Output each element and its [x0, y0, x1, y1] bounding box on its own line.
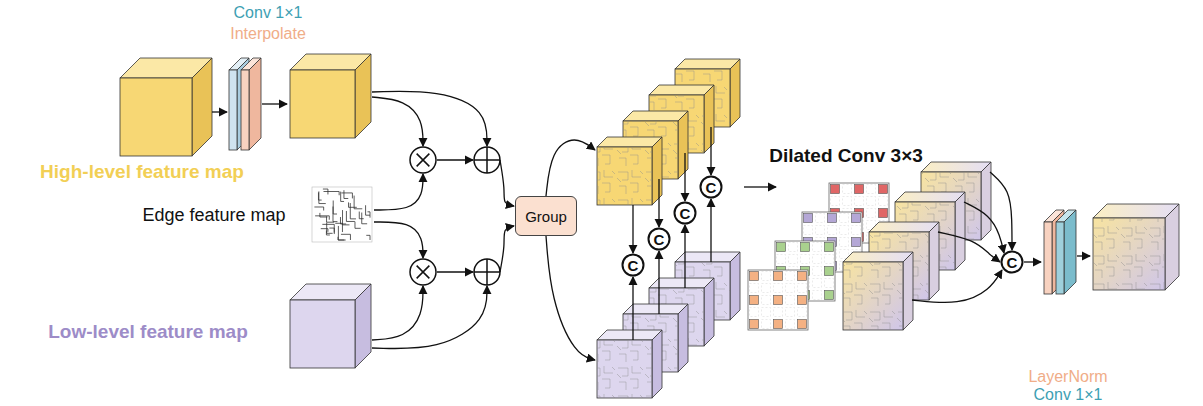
output-cube	[1093, 204, 1179, 290]
concat-circle: C	[1000, 250, 1024, 274]
concat-circle: C	[673, 201, 697, 225]
arrow	[684, 153, 685, 201]
artwork	[120, 54, 1179, 398]
arrow	[658, 251, 659, 314]
group-purple-cube	[597, 330, 662, 398]
input-title: Low-level feature map	[48, 321, 248, 343]
arrow	[437, 159, 473, 160]
layer-name: Interpolate	[230, 25, 306, 43]
arrow	[964, 202, 1004, 253]
arrow	[374, 222, 423, 258]
arrow	[546, 140, 595, 196]
concat-label: C	[706, 180, 717, 195]
arrow	[372, 286, 487, 349]
arrow	[990, 172, 1012, 250]
multiply-symbol	[410, 259, 436, 285]
layer-name: Conv 1×1	[234, 4, 303, 22]
group-yellow-cube	[597, 137, 662, 205]
input-title: Edge feature map	[142, 205, 285, 226]
box-label: Group	[525, 208, 567, 225]
interpolate-slab	[241, 58, 261, 150]
arrow	[500, 226, 514, 272]
arrow	[658, 179, 659, 227]
arrow	[1024, 261, 1041, 262]
group-box: Group	[515, 196, 577, 236]
add-symbol	[474, 259, 500, 285]
arrow	[374, 174, 423, 210]
concat-label: C	[680, 206, 691, 221]
concat-label: C	[1007, 255, 1018, 270]
concat-circle: C	[699, 175, 723, 199]
arrow	[437, 271, 473, 272]
arrow	[632, 205, 633, 253]
arrow	[710, 199, 711, 262]
arrow	[372, 97, 423, 146]
arrow	[262, 103, 287, 104]
add-symbol	[474, 147, 500, 173]
arrow	[710, 127, 711, 175]
layernorm-slab	[1044, 210, 1064, 294]
concat-circle: C	[621, 253, 645, 277]
layer-name: Conv 1×1	[1034, 386, 1103, 404]
concat-label: C	[654, 232, 665, 247]
input-title: High-level feature map	[40, 161, 244, 183]
arrow	[938, 232, 1000, 262]
arrow	[1077, 255, 1090, 256]
arrow	[632, 277, 633, 340]
arrow	[372, 91, 487, 146]
arrow	[500, 160, 514, 206]
conv-slab	[1056, 210, 1076, 294]
edge-map	[312, 187, 372, 242]
operation-title: Dilated Conv 3×3	[769, 145, 923, 167]
fused-cube	[843, 252, 913, 330]
arrow	[546, 236, 595, 360]
arrow	[372, 286, 423, 340]
arrow	[684, 225, 685, 288]
low-level-cube	[290, 284, 371, 368]
concat-label: C	[628, 258, 639, 273]
arrow	[212, 111, 227, 112]
concat-circle: C	[647, 227, 671, 251]
multiply-symbol	[410, 147, 436, 173]
arrow	[912, 270, 1002, 302]
high-level-cube	[120, 58, 212, 156]
arrow	[744, 186, 776, 187]
dilated-kernel	[748, 270, 808, 330]
layer-name: LayerNorm	[1028, 368, 1107, 386]
conv-slab	[229, 58, 249, 150]
upsampled-cube	[290, 54, 371, 138]
